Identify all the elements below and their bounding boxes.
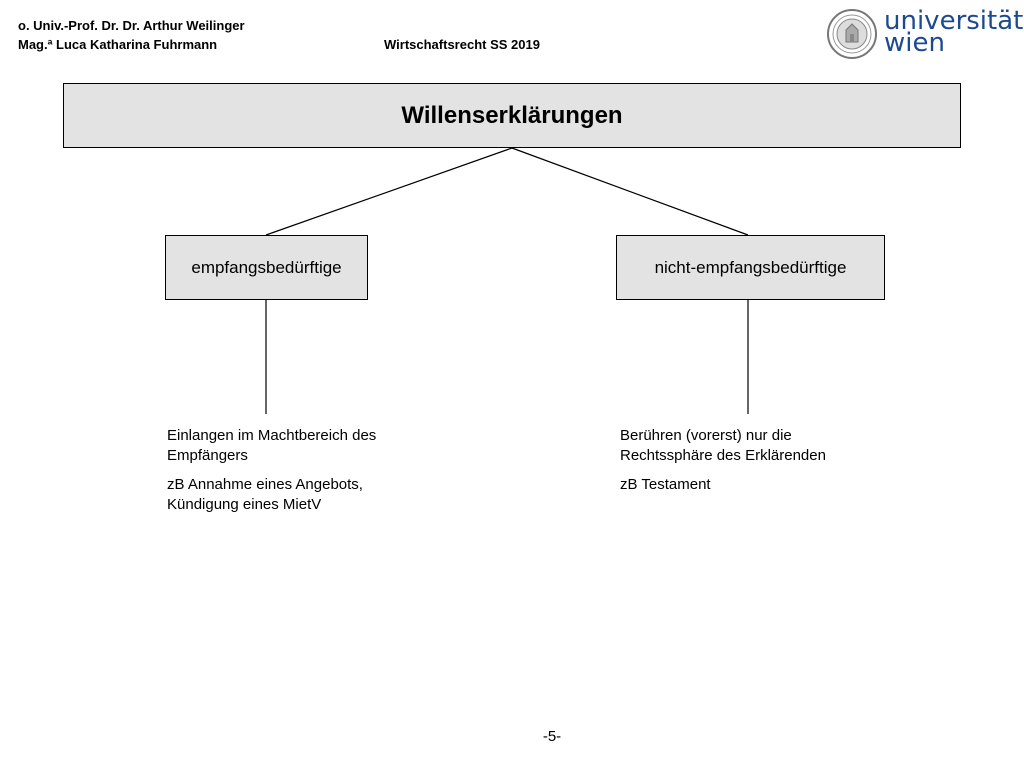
logo-line-1: universität bbox=[884, 6, 1024, 36]
left-description: Einlangen im Machtbereich des Empfängers… bbox=[167, 426, 427, 524]
left-node: empfangsbedürftige bbox=[165, 235, 368, 300]
left-description-2: zB Annahme eines Angebots, Kündigung ein… bbox=[167, 476, 363, 513]
author-line-2: Mag.ª Luca Katharina Fuhrmann bbox=[18, 37, 218, 52]
right-description-2: zB Testament bbox=[620, 476, 711, 493]
author-line-1: o. Univ.-Prof. Dr. Dr. Arthur Weilinger bbox=[18, 18, 245, 33]
root-node: Willenserklärungen bbox=[63, 83, 961, 148]
connector-root-right bbox=[511, 147, 749, 236]
right-description: Berühren (vorerst) nur die Rechtssphäre … bbox=[620, 426, 880, 504]
right-description-1: Berühren (vorerst) nur die Rechtssphäre … bbox=[620, 427, 826, 464]
right-node: nicht-empfangsbedürftige bbox=[616, 235, 885, 300]
course-title: Wirtschaftsrecht SS 2019 bbox=[384, 37, 540, 52]
university-seal-icon bbox=[827, 9, 877, 59]
logo-line-2: wien bbox=[884, 28, 945, 58]
logo-wordmark: universität wien bbox=[884, 6, 1024, 58]
university-logo: universität wien bbox=[826, 8, 1023, 62]
connector-root-left bbox=[265, 147, 513, 236]
page-number: -5- bbox=[542, 728, 562, 745]
left-description-1: Einlangen im Machtbereich des Empfängers bbox=[167, 427, 377, 464]
